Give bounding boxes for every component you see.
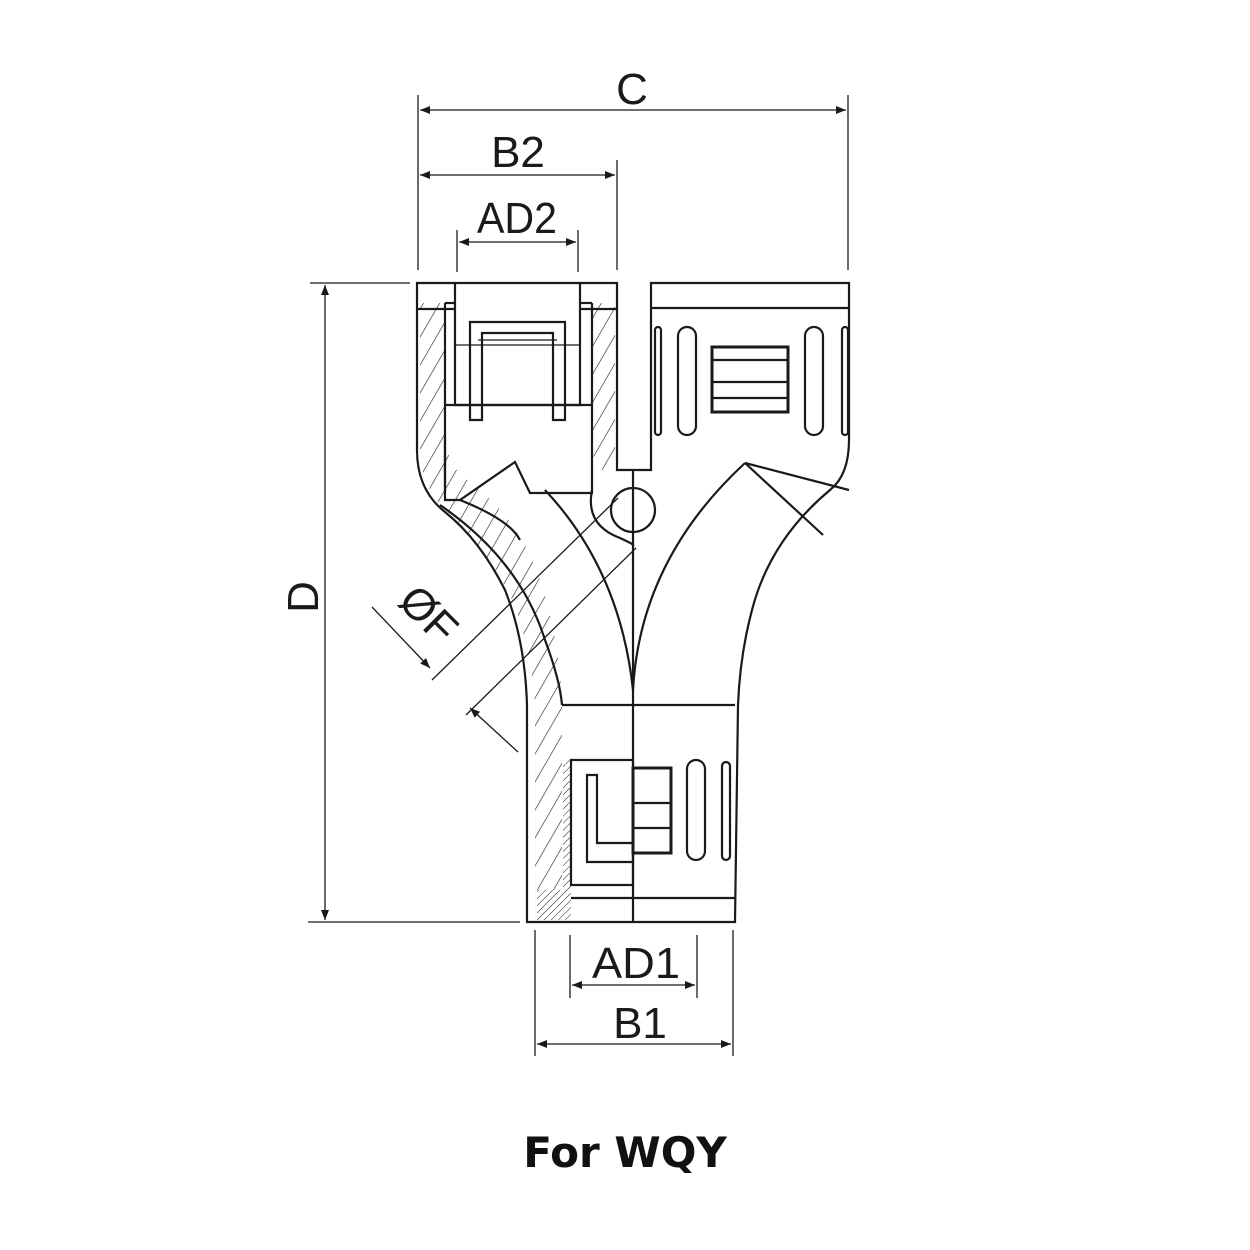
dimension-d: D <box>279 282 520 923</box>
dimension-b2: B2 <box>420 128 618 270</box>
dimension-label-c: C <box>616 65 648 114</box>
dimension-ad1: AD1 <box>569 935 698 998</box>
dimension-label-ad2: AD2 <box>477 194 557 243</box>
connector-body <box>415 281 851 924</box>
dimension-b1: B1 <box>534 930 734 1056</box>
dimension-ad2: AD2 <box>456 194 579 272</box>
dimension-label-b2: B2 <box>491 128 545 177</box>
dimension-c: C <box>417 65 849 270</box>
dimension-label-f: ØF <box>389 576 467 654</box>
dimension-label-b1: B1 <box>613 999 667 1048</box>
dimension-label-d: D <box>279 581 328 613</box>
diagram-caption: For WQY <box>523 1128 727 1177</box>
dimension-label-ad1: AD1 <box>592 939 680 988</box>
